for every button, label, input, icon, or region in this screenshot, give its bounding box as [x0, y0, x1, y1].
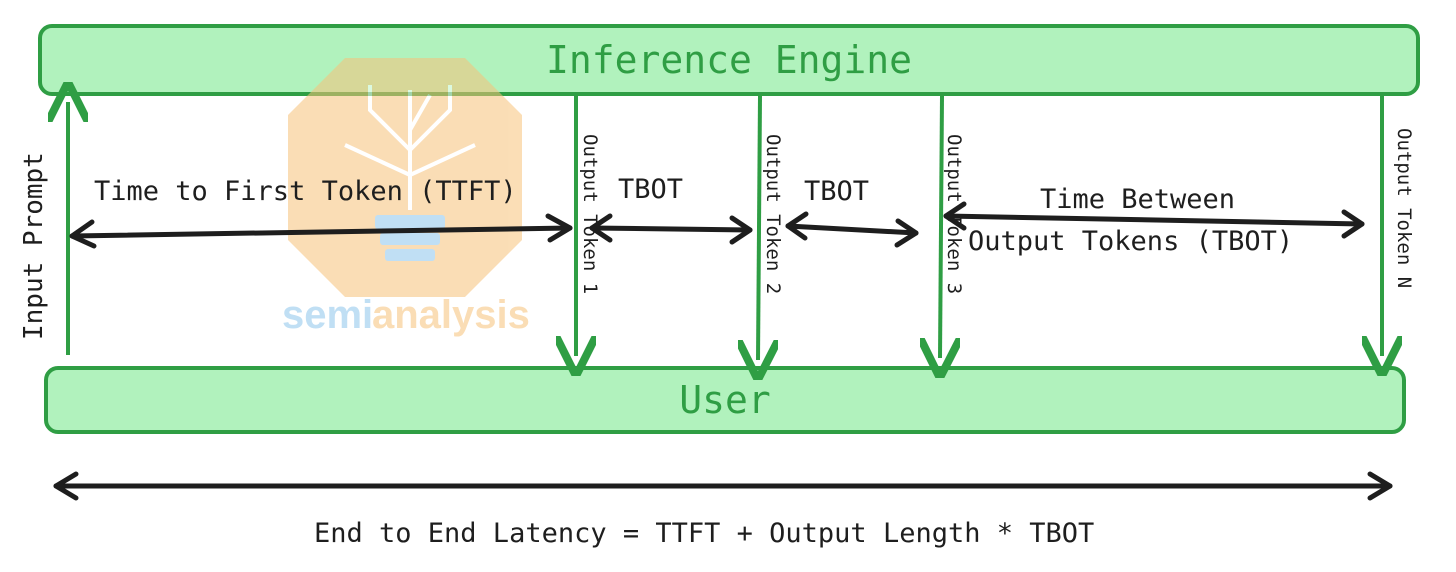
- tbot-arrow-1: [589, 213, 753, 245]
- watermark-text-analysis: analysis: [372, 293, 530, 337]
- output-token-2-arrow: [758, 95, 760, 360]
- tbot-arrow-long: [943, 201, 1365, 239]
- watermark-text-semi: semi: [282, 293, 373, 337]
- tbot-label-1: TBOT: [618, 174, 683, 205]
- tbot-long-label-line1: Time Between: [1040, 184, 1235, 215]
- formula-label: End to End Latency = TTFT + Output Lengt…: [314, 518, 1094, 549]
- end-to-end-arrow: [53, 471, 1393, 501]
- user-box: User: [44, 366, 1406, 434]
- input-prompt-label: Input Prompt: [19, 152, 49, 340]
- output-token-2-label: Output Token 2: [762, 134, 784, 294]
- output-token-3-arrow: [940, 95, 942, 358]
- tbot-label-2: TBOT: [804, 176, 869, 207]
- output-token-1-label: Output Token 1: [579, 134, 601, 294]
- ttft-arrow: [69, 213, 573, 249]
- inference-engine-label: Inference Engine: [545, 38, 913, 82]
- output-token-n-label: Output Token N: [1393, 128, 1415, 288]
- tbot-arrow-2: [785, 211, 919, 248]
- inference-engine-box: Inference Engine: [38, 24, 1420, 96]
- watermark-logo: semi analysis: [282, 58, 530, 337]
- tbot-long-label-line2: Output Tokens (TBOT): [968, 226, 1293, 257]
- ttft-label: Time to First Token (TTFT): [94, 176, 517, 207]
- user-label: User: [679, 378, 771, 422]
